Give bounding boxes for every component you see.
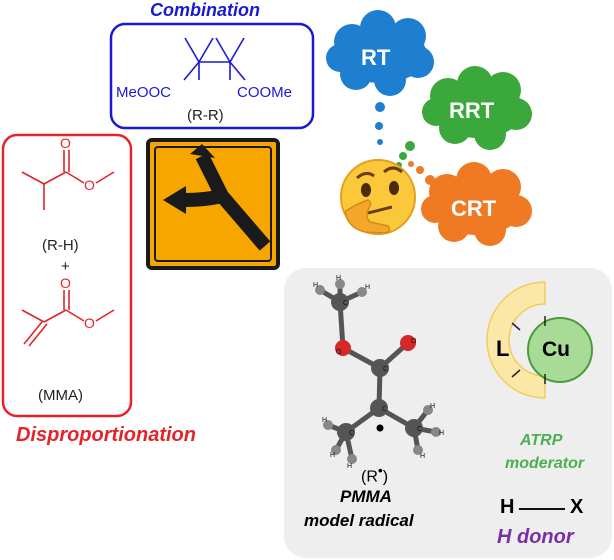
- pmma-atom-labels: H H H C O O C C C C H H H H H H: [313, 275, 444, 470]
- svg-text:C: C: [383, 366, 388, 373]
- svg-text:C: C: [382, 406, 387, 413]
- plus-sign: +: [61, 258, 70, 275]
- mma-skeleton: [21, 290, 115, 347]
- pmma-subtitle: model radical: [304, 511, 414, 530]
- rr-left-group: MeOOC: [116, 84, 171, 101]
- svg-text:H: H: [336, 275, 341, 282]
- thinking-face-icon: [340, 159, 416, 235]
- moderator-label: moderator: [505, 455, 585, 472]
- radical-dot: •: [377, 462, 383, 478]
- atrp-label: ATRP: [520, 432, 563, 449]
- rh-skeleton: [21, 150, 115, 210]
- cu-label: Cu: [542, 338, 570, 361]
- rh-carbonyl-o: O: [60, 135, 71, 151]
- radical-label-suffix: ): [382, 468, 389, 486]
- svg-text:C: C: [349, 430, 354, 437]
- svg-text:O: O: [336, 349, 342, 356]
- svg-text:C: C: [343, 300, 348, 307]
- cu-center: [527, 317, 593, 383]
- x-atom: X: [570, 496, 584, 518]
- svg-text:H: H: [313, 282, 318, 289]
- svg-text:O: O: [411, 338, 417, 345]
- svg-text:H: H: [430, 403, 435, 410]
- mma-label: (MMA): [38, 387, 83, 404]
- disproportionation-box: [1, 133, 133, 418]
- pmma-atoms: [315, 279, 441, 464]
- mma-ester-o: O: [84, 315, 95, 331]
- cloud-crt: [421, 162, 532, 246]
- h-donor-label: H donor: [497, 526, 574, 548]
- rr-label: (R-R): [187, 107, 224, 124]
- cloud-rt: [326, 10, 434, 96]
- radical-label-prefix: (R: [361, 468, 378, 486]
- rh-label: (R-H): [42, 237, 79, 254]
- svg-text:H: H: [322, 417, 327, 424]
- ligand-bonds: [511, 316, 546, 384]
- ligand-shell: [486, 281, 546, 399]
- combination-box: [109, 22, 315, 130]
- svg-text:H: H: [347, 463, 352, 470]
- h-atom: H: [500, 496, 515, 518]
- ligand-label: L: [496, 336, 510, 361]
- svg-text:C: C: [417, 426, 422, 433]
- rr-right-group: COOMe: [237, 84, 292, 101]
- thought-dots: [375, 102, 435, 185]
- radical-label: (R•): [361, 462, 388, 486]
- combination-title: Combination: [150, 0, 260, 20]
- svg-text:H: H: [439, 430, 444, 437]
- pmma-title: PMMA: [340, 487, 392, 506]
- hx-bond: [519, 508, 565, 510]
- cloud-rrt-label: RRT: [449, 98, 495, 123]
- rr-skeleton: [183, 37, 246, 81]
- mma-carbonyl-o: O: [60, 275, 71, 291]
- disproportionation-title: Disproportionation: [16, 424, 196, 446]
- cloud-rt-label: RT: [361, 45, 391, 70]
- svg-text:H: H: [330, 452, 335, 459]
- svg-text:H: H: [420, 453, 425, 460]
- rh-ester-o: O: [84, 177, 95, 193]
- svg-text:H: H: [365, 284, 370, 291]
- cloud-crt-label: CRT: [451, 196, 497, 221]
- cloud-rrt: [422, 66, 532, 150]
